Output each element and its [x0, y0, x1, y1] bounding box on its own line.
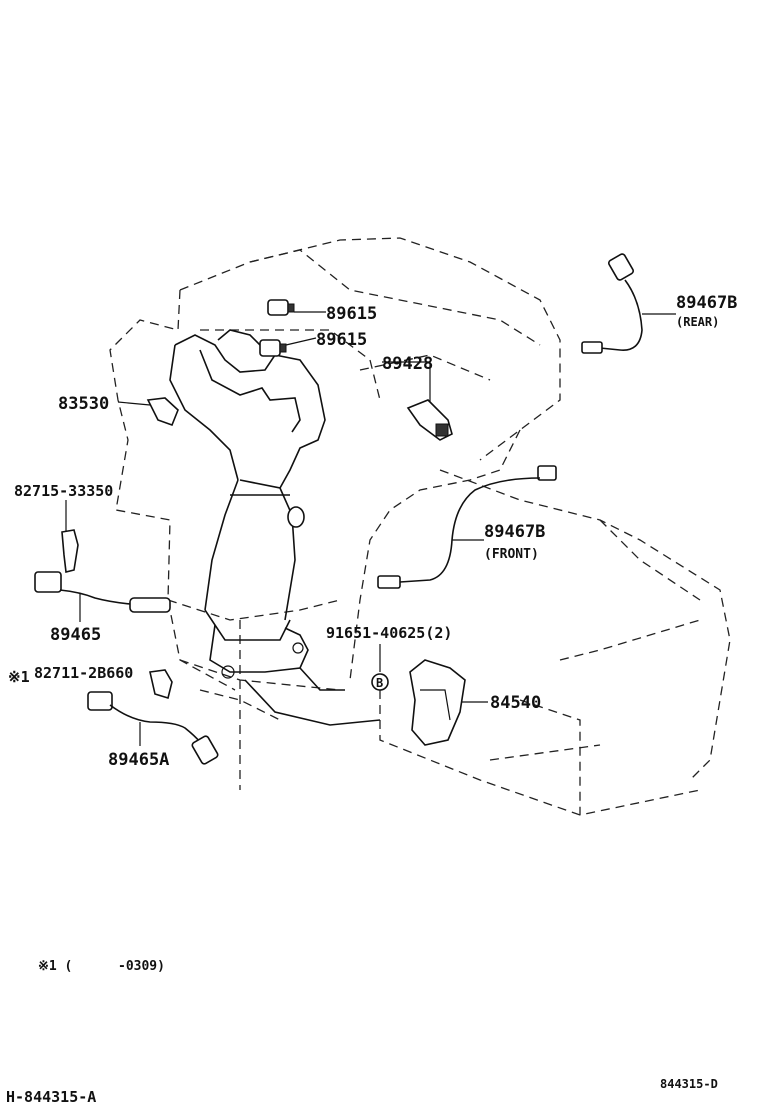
- label-89615-upper: 89615: [326, 304, 377, 324]
- label-rear-note: (REAR): [676, 315, 719, 329]
- label-89465: 89465: [50, 625, 101, 645]
- label-89467b-rear: 89467B: [676, 293, 737, 313]
- footnote-mark: ※1 (: [38, 959, 72, 974]
- sensor-89615-upper: [267, 299, 326, 316]
- label-82711: 82711-2B660: [34, 664, 133, 682]
- bolt-symbol: B: [376, 676, 383, 690]
- label-89428: 89428: [382, 354, 433, 374]
- sensor-83530: [117, 397, 179, 427]
- label-82715: 82715-33350: [14, 482, 113, 500]
- label-82711-mark: ※1: [8, 668, 30, 686]
- sensor-89467b-rear: [581, 253, 676, 354]
- sensor-89467b-front: [377, 465, 557, 589]
- bolt-91651: [371, 644, 389, 691]
- clip-82711: [149, 669, 173, 700]
- diagram-code-left: H-844315-A: [6, 1088, 96, 1106]
- footnote-range: -0309): [118, 959, 165, 974]
- sensor-89428: [382, 361, 453, 441]
- label-front-note: (FRONT): [484, 547, 539, 562]
- engine-outline: [109, 237, 731, 816]
- switch-84540: [409, 659, 488, 746]
- sensor-89615-lower: [259, 337, 317, 357]
- exhaust-manifold: [169, 329, 381, 726]
- diagram-code-right: 844315-D: [660, 1077, 718, 1091]
- label-84540: 84540: [490, 693, 541, 713]
- sensor-89465: [34, 571, 171, 622]
- bracket-82715: [61, 500, 79, 573]
- sensor-89465a: [87, 691, 219, 765]
- label-89615-lower: 89615: [316, 330, 367, 350]
- label-83530: 83530: [58, 394, 109, 414]
- label-91651: 91651-40625(2): [326, 624, 452, 642]
- label-89467b-front: 89467B: [484, 522, 545, 542]
- label-89465a: 89465A: [108, 750, 169, 770]
